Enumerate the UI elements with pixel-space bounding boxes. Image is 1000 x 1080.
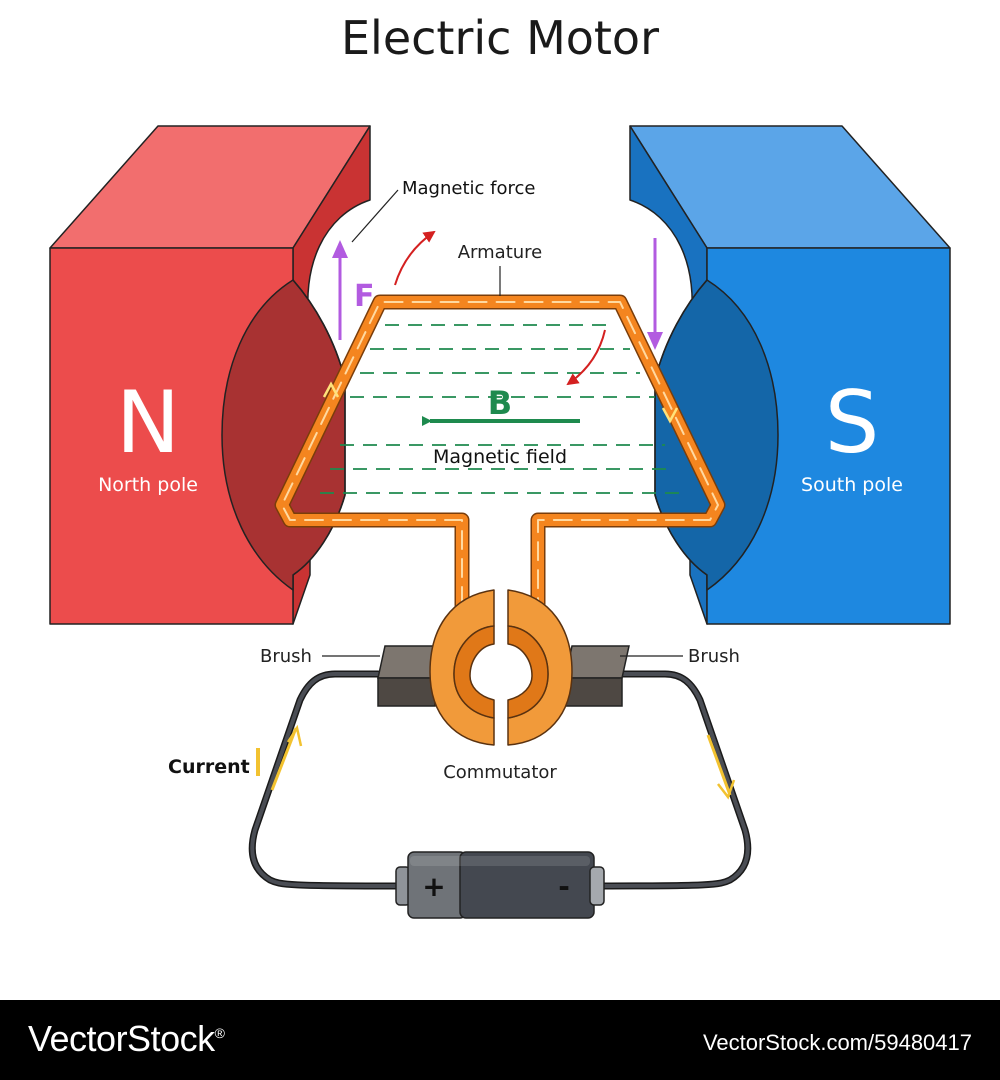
- north-letter: N: [116, 373, 180, 473]
- commutator-label: Commutator: [443, 762, 557, 783]
- north-magnet-front-face: [49, 247, 294, 625]
- north-magnet: [49, 125, 371, 625]
- field-symbol: B: [488, 384, 512, 422]
- brush-right: [564, 645, 630, 707]
- battery-minus-label: -: [558, 870, 570, 903]
- commutator-right-inner: [507, 625, 549, 719]
- circuit-wire: [248, 670, 752, 890]
- commutator: [429, 589, 573, 746]
- coil-current-arrow-right: [661, 407, 679, 424]
- rotation-arrow-bottom: [566, 329, 606, 386]
- south-letter: S: [825, 373, 880, 473]
- wire-current-highlight-right: [706, 734, 732, 796]
- brush-right-label: Brush: [688, 646, 740, 667]
- force-symbol: F: [354, 279, 375, 314]
- current-label: Current: [168, 756, 250, 778]
- magnetic-field-label: Magnetic field: [433, 446, 567, 468]
- brush-left-label: Brush: [260, 646, 312, 667]
- brand-logo: VectorStock®: [28, 1018, 225, 1060]
- north-pole-label: North pole: [98, 474, 198, 496]
- wire-current-arrow-left: [286, 724, 303, 747]
- brush-left: [377, 645, 443, 707]
- wire-current-arrow-right: [717, 779, 736, 800]
- watermark-footer: VectorStock® VectorStock.com/59480417: [0, 1000, 1000, 1080]
- battery: [395, 851, 605, 919]
- south-pole-label: South pole: [801, 474, 903, 496]
- commutator-left-inner: [453, 625, 495, 719]
- force-arrow-up: [332, 240, 348, 340]
- stock-id: VectorStock.com/59480417: [702, 1030, 972, 1055]
- wire-current-highlight-left: [270, 727, 298, 791]
- armature-coil: [274, 294, 726, 613]
- south-magnet: [629, 125, 951, 625]
- magnetic-force-leader: [351, 189, 399, 243]
- coil-current-arrow-left: [322, 381, 340, 398]
- brand-text: VectorStock: [28, 1018, 215, 1059]
- armature-label: Armature: [458, 242, 543, 263]
- battery-plus-label: +: [422, 870, 445, 903]
- magnetic-force-label: Magnetic force: [402, 178, 535, 199]
- battery-negative-cap: [589, 866, 605, 906]
- force-arrow-down: [647, 238, 663, 350]
- brand-mark: ®: [214, 1025, 225, 1041]
- magnetic-field-lines: [320, 324, 685, 494]
- page-title: Electric Motor: [341, 11, 659, 65]
- rotation-arrow-top: [394, 230, 436, 286]
